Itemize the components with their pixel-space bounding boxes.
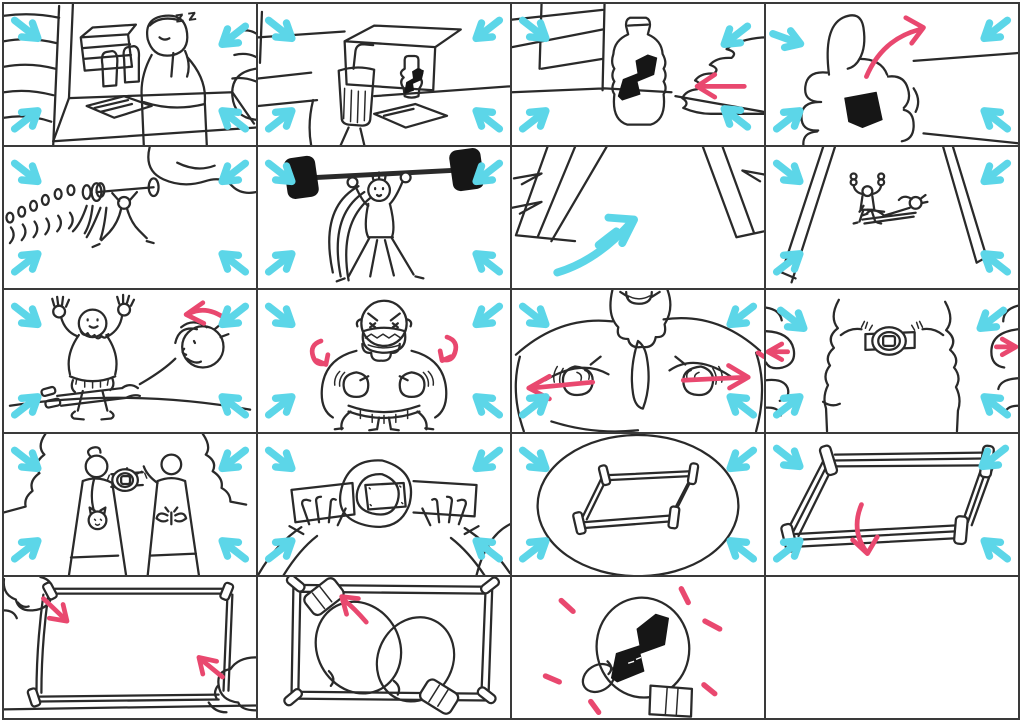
panel-17-sketch bbox=[4, 576, 256, 714]
panel-15-sketch bbox=[512, 433, 764, 575]
action-arrow-icon bbox=[41, 596, 225, 680]
storyboard-panel-14 bbox=[258, 433, 512, 577]
chest-closeup-drawing bbox=[514, 290, 764, 432]
glove-cuff-right bbox=[418, 678, 460, 715]
storyboard-panel-10 bbox=[258, 290, 512, 434]
storyboard-panel-13 bbox=[4, 433, 258, 577]
panel-2-sketch bbox=[258, 4, 510, 146]
emphasis-sparks-icon bbox=[542, 585, 723, 715]
bolt-logo-bottle bbox=[617, 54, 658, 101]
panel-6-sketch bbox=[258, 148, 510, 288]
action-arrow-icon bbox=[694, 72, 747, 100]
zoom-in-arrows-icon bbox=[771, 304, 1013, 423]
corridor-figures-drawing bbox=[780, 147, 992, 284]
ring-vignette-drawing bbox=[536, 433, 740, 575]
panel-3-sketch bbox=[512, 4, 764, 145]
storyboard-panel-12 bbox=[766, 290, 1020, 434]
panel-7-sketch bbox=[512, 147, 764, 277]
action-arrow-icon bbox=[766, 337, 1018, 363]
panel-8-sketch bbox=[766, 147, 1018, 284]
panel-5-sketch bbox=[5, 147, 256, 288]
zoom-in-arrows-icon bbox=[517, 300, 759, 423]
panel-18-sketch bbox=[283, 576, 501, 715]
storyboard-panel-15 bbox=[512, 433, 766, 577]
storyboard-panel-17 bbox=[4, 576, 258, 720]
bolt-logo-small bbox=[404, 68, 424, 94]
storyboard-panel-11 bbox=[512, 290, 766, 434]
storyboard-panel-2 bbox=[258, 4, 512, 148]
sleeping-man-desk-drawing bbox=[4, 4, 256, 146]
action-arrow-icon bbox=[309, 335, 459, 368]
action-arrow-icon bbox=[850, 501, 880, 556]
sleep-zs-text: zz bbox=[174, 5, 202, 27]
glove-cuff-left bbox=[303, 576, 345, 616]
logo-highlights bbox=[627, 651, 652, 664]
panel-10-sketch bbox=[258, 290, 510, 432]
lift-montage-drawing bbox=[5, 147, 256, 249]
panel-1-sketch bbox=[4, 4, 256, 146]
storyboard-panel-18 bbox=[258, 576, 512, 720]
right-hand bbox=[399, 171, 412, 184]
storyboard-panel-1: zz bbox=[4, 4, 258, 148]
angry-strongman-drawing bbox=[320, 300, 448, 432]
panel-14-sketch bbox=[258, 434, 510, 575]
ring-full-drawing bbox=[788, 451, 994, 548]
gym-aisle-drawing bbox=[512, 147, 764, 243]
zoom-in-arrows-icon bbox=[517, 443, 759, 566]
panel-16-sketch bbox=[766, 434, 1018, 575]
panel-13-sketch bbox=[4, 433, 256, 575]
zoom-in-arrows-icon bbox=[9, 443, 251, 566]
storyboard-panel-8 bbox=[766, 147, 1020, 291]
camera-pan-arrow-icon bbox=[553, 213, 638, 277]
overhead-press-drawing bbox=[296, 167, 472, 283]
zoom-in-arrows-icon bbox=[770, 13, 1013, 136]
panel-11-sketch bbox=[512, 290, 764, 432]
desk-closeup-drawing bbox=[258, 10, 510, 146]
panel-9-sketch bbox=[4, 294, 256, 431]
situps-scene-drawing bbox=[8, 294, 252, 421]
belt-stretch-drawing bbox=[766, 299, 1018, 432]
storyboard-panel-7 bbox=[512, 147, 766, 291]
panel-12-sketch bbox=[766, 299, 1018, 432]
storyboard-panel-3 bbox=[512, 4, 766, 148]
left-hand bbox=[346, 176, 359, 189]
action-arrow-icon bbox=[864, 15, 926, 79]
panel-19-sketch bbox=[542, 585, 723, 718]
ring-posts bbox=[283, 576, 501, 707]
storyboard-panel-19 bbox=[512, 576, 766, 720]
glove-cuff bbox=[648, 684, 694, 718]
ring-posts bbox=[26, 581, 235, 708]
storyboard-panel-4 bbox=[766, 4, 1020, 148]
storyboard-panel-6 bbox=[258, 147, 512, 291]
panel-4-sketch bbox=[766, 4, 1018, 146]
gloves-enter-ring-drawing bbox=[4, 576, 256, 714]
ring-posts bbox=[572, 461, 700, 535]
belt-buckle-closeup-drawing bbox=[258, 458, 510, 575]
bottle-dark-patch bbox=[844, 91, 883, 129]
storyboard-panel-5 bbox=[4, 147, 258, 291]
storyboard-panel-9 bbox=[4, 290, 258, 434]
fist-grab-drawing bbox=[800, 14, 1018, 146]
storyboard-panel-16 bbox=[766, 433, 1020, 577]
action-arrow-icon bbox=[339, 594, 369, 625]
storyboard-panel-20 bbox=[766, 576, 1020, 720]
robed-figures-drawing bbox=[4, 433, 248, 575]
bolt-logo-glove bbox=[610, 613, 670, 683]
